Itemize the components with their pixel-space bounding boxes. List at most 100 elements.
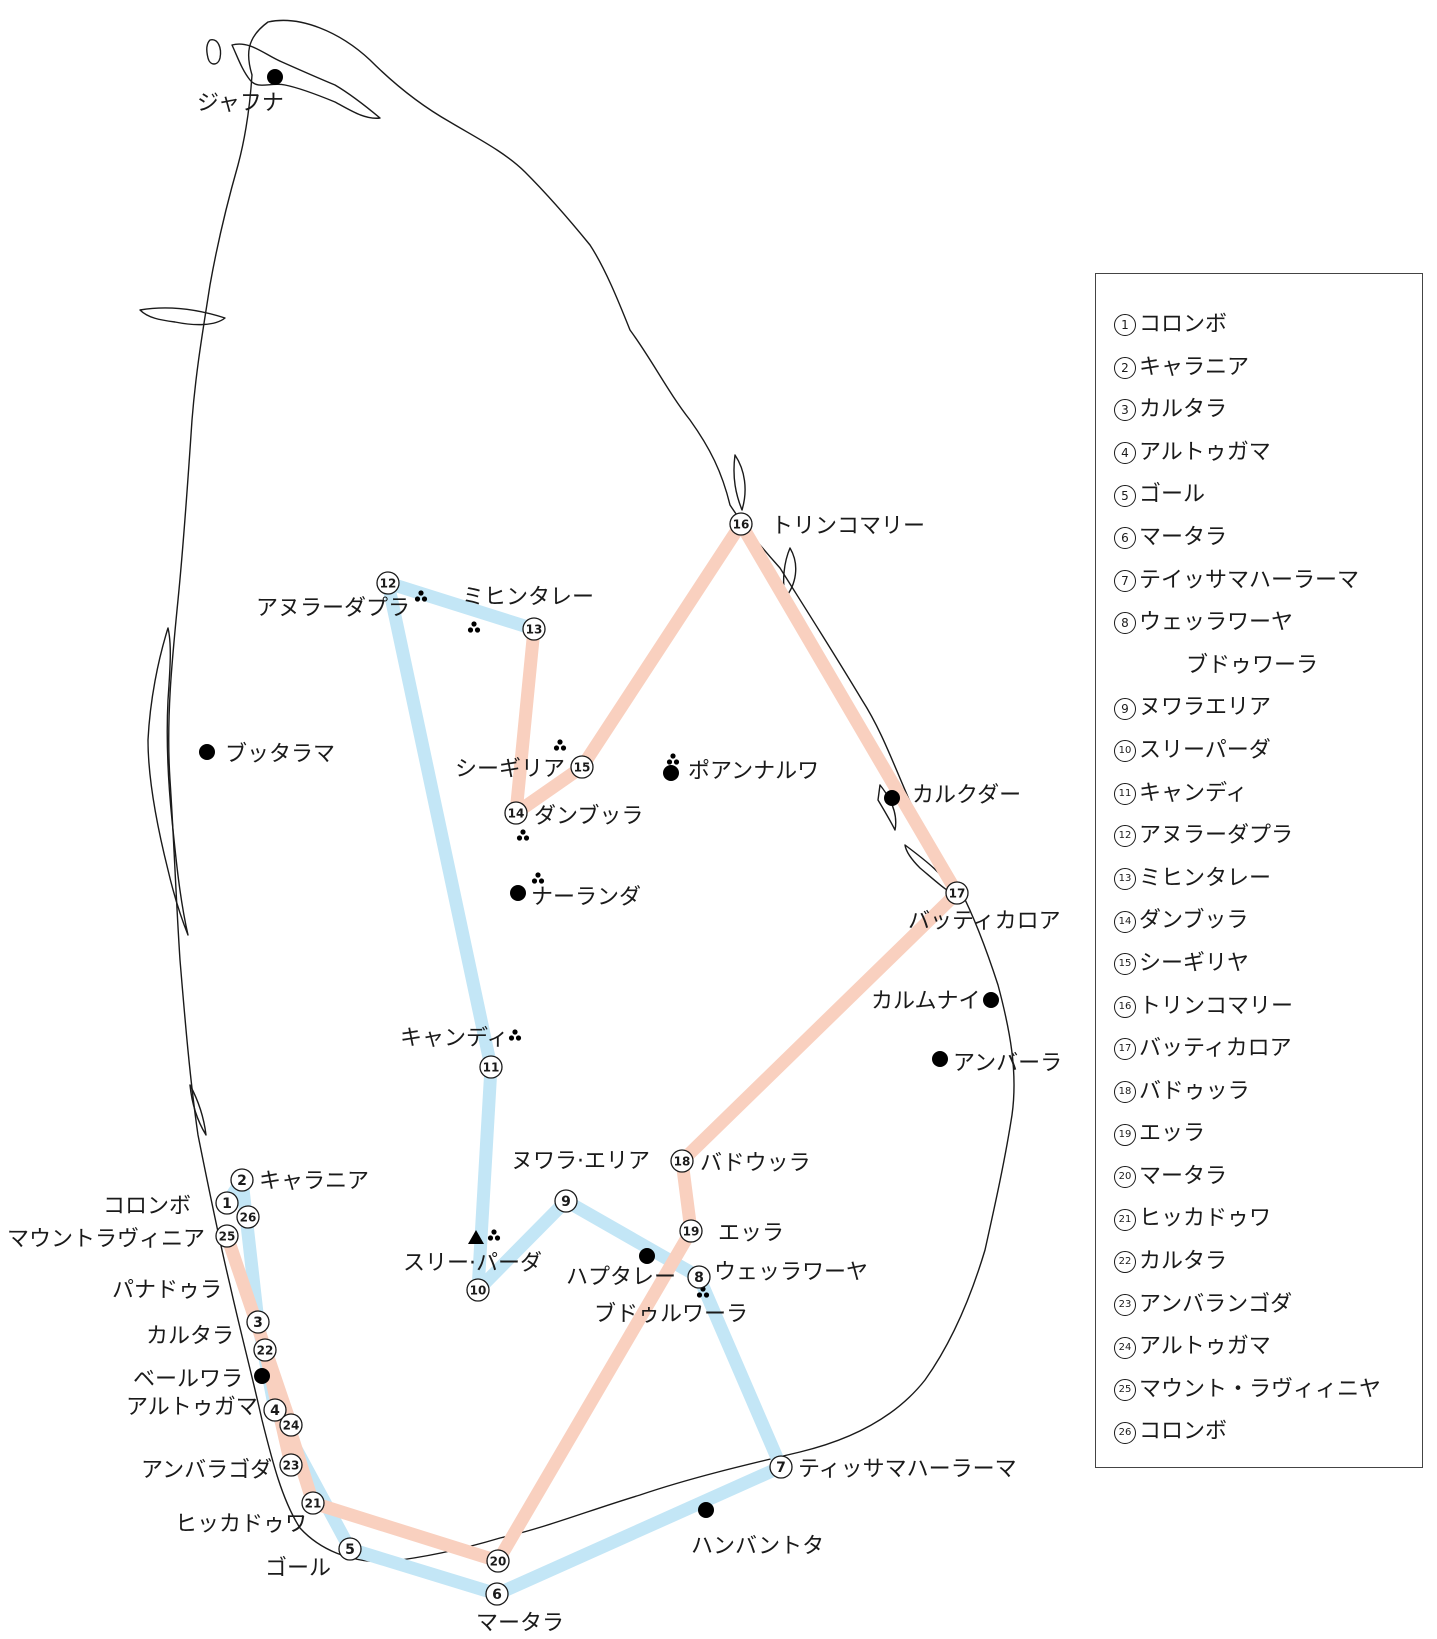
stop-circle-icon: 23 <box>279 1453 303 1477</box>
legend-number-icon: 23 <box>1114 1293 1136 1316</box>
legend-name: ブドゥワーラ <box>1186 652 1319 678</box>
stop-circle-icon: 16 <box>729 512 753 536</box>
jaffna-lagoon <box>231 43 381 119</box>
stop-circle-icon: 19 <box>679 1219 703 1243</box>
stop-number: 10 <box>470 1284 487 1298</box>
label-beruwala: ベールワラ <box>133 1367 243 1392</box>
legend-number-icon: 5 <box>1114 484 1136 507</box>
legend-name: テイッサマハーラーマ <box>1139 567 1360 593</box>
stop-number: 12 <box>380 577 397 591</box>
label-ella: エッラ <box>718 1221 784 1246</box>
label-buduruwagala: ブドゥルワーラ <box>594 1302 748 1327</box>
east-coast-inlet <box>189 1084 207 1136</box>
legend-name: マータラ <box>1139 1163 1228 1189</box>
stop-number: 16 <box>733 518 750 532</box>
label-nalanda: ナーランダ <box>531 885 641 910</box>
stop-number: 3 <box>253 1315 263 1331</box>
ruins-triad-icon <box>516 829 530 841</box>
label-sri-pada: スリー·パーダ <box>403 1251 542 1276</box>
legend-number-icon: 7 <box>1114 569 1136 592</box>
legend-name: ミヒンタレー <box>1139 865 1272 891</box>
stop-circle-icon: 12 <box>376 571 400 595</box>
legend-name: スリーパーダ <box>1139 737 1271 763</box>
legend-name: カルタラ <box>1139 397 1228 423</box>
city-markers <box>199 69 999 1518</box>
label-tissamaharama: ティッサマハーラーマ <box>798 1457 1017 1482</box>
place-labels: ジャフナ トリンコマリー アヌラーダプラ ミヒンタレー ブッタラマ シーギリア … <box>7 91 1062 1636</box>
legend-number-icon: 11 <box>1114 782 1136 805</box>
legend-name: シーギリヤ <box>1139 950 1250 976</box>
stop-number: 17 <box>949 887 966 901</box>
stop-circle-icon: 7 <box>769 1455 793 1479</box>
legend-name: ウェッラワーヤ <box>1139 610 1294 636</box>
stop-circle-icon: 21 <box>301 1491 325 1515</box>
legend-name: トリンコマリー <box>1139 993 1294 1019</box>
stop-number: 13 <box>526 623 543 637</box>
legend-name: ゴール <box>1139 482 1206 508</box>
stop-number: 19 <box>683 1225 700 1239</box>
label-polonnaruwa: ポアンナルワ <box>688 759 819 784</box>
label-haputale: ハプタレー <box>566 1265 676 1290</box>
legend-number-icon: 8 <box>1114 612 1136 635</box>
stop-number: 21 <box>305 1497 322 1511</box>
legend-number-icon: 20 <box>1114 1166 1136 1189</box>
label-batticaloa: バッティカロア <box>908 909 1061 934</box>
stop-number: 7 <box>776 1460 786 1476</box>
legend-number-icon: 16 <box>1114 995 1136 1018</box>
legend-number-icon: 17 <box>1114 1038 1136 1061</box>
stop-circle-icon: 3 <box>246 1310 270 1334</box>
ruins-triad-icon <box>666 753 680 765</box>
city-dot-icon <box>510 885 526 901</box>
stop-circle-icon: 5 <box>338 1537 362 1561</box>
label-ambalangoda: アンバラゴダ <box>141 1458 272 1483</box>
stop-circle-icon: 11 <box>479 1055 503 1079</box>
route-pink <box>220 517 964 1568</box>
label-hikkaduwa: ヒッカドゥワ <box>175 1512 307 1537</box>
city-dot-icon <box>199 744 215 760</box>
legend-name: ヒッカドゥワ <box>1139 1206 1272 1232</box>
island-coastline <box>168 19 1015 1563</box>
city-dot-icon <box>639 1248 655 1264</box>
label-aluthgama: アルトゥガマ <box>126 1395 258 1420</box>
ruins-triad-icon <box>414 590 428 602</box>
legend-name: コロンボ <box>1139 312 1228 337</box>
stop-circle-icon: 8 <box>687 1265 711 1289</box>
legend-number-icon: 10 <box>1114 740 1136 763</box>
label-mount-lavinia: マウントラヴィニア <box>7 1227 205 1252</box>
city-dot-icon <box>698 1502 714 1518</box>
ruins-markers <box>414 590 710 1298</box>
stop-number: 20 <box>490 1555 507 1569</box>
ruins-triad-icon <box>467 621 481 633</box>
stop-circle-icon: 14 <box>504 801 528 825</box>
legend-name: ヌワラエリア <box>1139 695 1272 721</box>
stop-number: 4 <box>270 1403 280 1419</box>
stop-number: 9 <box>561 1194 571 1210</box>
legend-name: アルトゥガマ <box>1139 1334 1271 1360</box>
label-nuwara-eliya: ヌワラ·エリア <box>511 1149 650 1174</box>
stop-circle-icon: 1 <box>215 1191 239 1215</box>
stop-circle-icon: 4 <box>263 1398 287 1422</box>
label-jaffna: ジャフナ <box>197 91 284 116</box>
legend-number-icon: 14 <box>1114 910 1136 933</box>
stop-number: 1 <box>222 1196 232 1212</box>
city-dot-icon <box>932 1051 948 1067</box>
route-stops: 1 2 3 4 5 6 7 8 9 10 11 12 13 14 15 16 1… <box>215 512 969 1606</box>
label-dambulla: ダンブッラ <box>534 804 643 829</box>
legend-number-icon: 18 <box>1114 1080 1136 1103</box>
label-sigiriya: シーギリア <box>455 757 565 782</box>
stop-number: 15 <box>574 761 591 775</box>
stop-number: 5 <box>345 1542 355 1558</box>
